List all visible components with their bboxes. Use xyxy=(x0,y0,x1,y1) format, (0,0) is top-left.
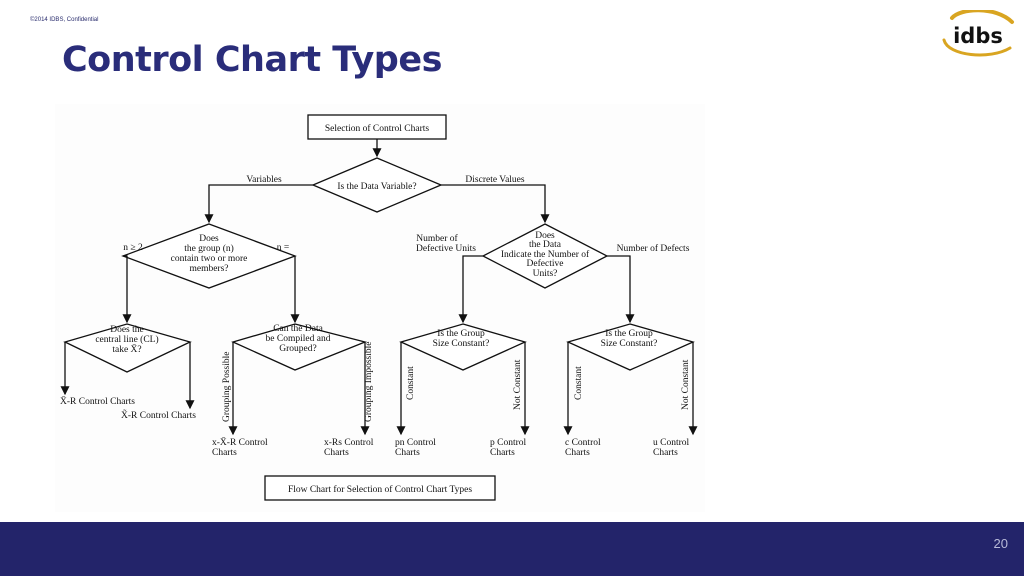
n-ge-2-label: n ≥ 2 xyxy=(123,243,143,253)
constant-label-left: Constant xyxy=(406,366,416,400)
size-left-line-1: Is the Group xyxy=(437,329,485,339)
copyright-notice: ©2014 IDBS, Confidential xyxy=(30,17,99,23)
not-constant-label-right: Not Constant xyxy=(681,359,691,410)
result-x-rs-line-1: x-Rs Control xyxy=(324,438,374,448)
group-decision-line-1: Does xyxy=(199,234,219,244)
discrete-label: Discrete Values xyxy=(465,175,524,185)
size-decision-diamond-right xyxy=(566,323,695,371)
caption-box xyxy=(264,475,496,501)
control-chart-flowchart: Selection of Control Charts Is the Data … xyxy=(55,104,705,512)
compile-decision-line-2: be Compiled and xyxy=(266,334,331,344)
grouping-possible-label: Grouping Possible xyxy=(222,352,232,422)
defective-units-line-2: Defective Units xyxy=(416,243,476,254)
root-decision-label: Is the Data Variable? xyxy=(337,182,416,192)
constant-label-right: Constant xyxy=(574,366,584,400)
idbs-logo: idbs xyxy=(942,10,1014,57)
result-xbar-r: X̄-R Control Charts xyxy=(60,395,135,407)
result-x-tilde-r: X̃-R Control Charts xyxy=(121,408,196,421)
grouping-impossible-label: Grouping Impossible xyxy=(364,342,374,422)
cl-decision-line-1: Does the xyxy=(110,325,144,335)
group-decision-line-4: members? xyxy=(189,264,228,274)
page-number: 20 xyxy=(993,536,1008,551)
top-box-label: Selection of Control Charts xyxy=(325,123,430,134)
result-c-line-2: Charts xyxy=(565,448,590,458)
result-x-rs-line-2: Charts xyxy=(324,448,349,458)
result-c-line-1: c Control xyxy=(565,438,601,448)
size-right-line-1: Is the Group xyxy=(605,329,653,339)
defective-units-line-1: Number of xyxy=(416,233,458,244)
defective-decision-diamond xyxy=(481,223,609,289)
size-decision-diamond-left xyxy=(399,323,527,371)
page-title: Control Chart Types xyxy=(62,40,442,80)
logo-swoosh xyxy=(950,10,1014,24)
compile-decision-line-1: Can the Data xyxy=(273,324,323,334)
selection-box xyxy=(307,114,447,140)
size-left-line-2: Size Constant? xyxy=(433,339,490,349)
n-eq-label: n = xyxy=(277,243,289,253)
result-x-xbar-r-line-2: Charts xyxy=(212,448,237,458)
cl-decision-line-2: central line (CL) xyxy=(95,334,158,345)
result-p-line-2: Charts xyxy=(490,448,515,458)
defective-decision-line-3: Indicate the Number of xyxy=(501,249,590,260)
defective-decision-line-4: Defective xyxy=(527,258,564,269)
footer-bar: 20 xyxy=(0,522,1024,576)
defective-decision-line-5: Units? xyxy=(533,269,558,279)
flowchart-caption: Flow Chart for Selection of Control Char… xyxy=(288,484,472,495)
result-p-line-1: p Control xyxy=(490,438,527,448)
logo-swoosh-lower xyxy=(942,38,1012,57)
cl-decision-diamond xyxy=(63,323,192,373)
not-constant-label-left: Not Constant xyxy=(513,359,523,410)
group-decision-line-3: contain two or more xyxy=(171,254,248,264)
compile-decision-diamond xyxy=(231,323,368,371)
defective-decision-line-2: the Data xyxy=(529,240,562,250)
variables-label: Variables xyxy=(246,175,282,185)
result-x-xbar-r-line-1: x-X̄-R Control xyxy=(212,436,268,448)
result-pn-line-1: pn Control xyxy=(395,438,436,448)
size-right-line-2: Size Constant? xyxy=(601,339,658,349)
compile-decision-line-3: Grouped? xyxy=(279,344,316,354)
defects-label: Number of Defects xyxy=(617,243,690,254)
result-pn-line-2: Charts xyxy=(395,448,420,458)
group-decision-diamond xyxy=(121,223,297,289)
result-u-line-1: u Control xyxy=(653,438,690,448)
root-decision-diamond xyxy=(311,157,443,213)
defective-decision-line-1: Does xyxy=(535,231,555,241)
group-decision-line-2: the group (n) xyxy=(184,243,234,254)
logo-text: idbs xyxy=(953,24,1003,48)
cl-decision-line-3: take X̄? xyxy=(112,343,141,355)
result-u-line-2: Charts xyxy=(653,448,678,458)
